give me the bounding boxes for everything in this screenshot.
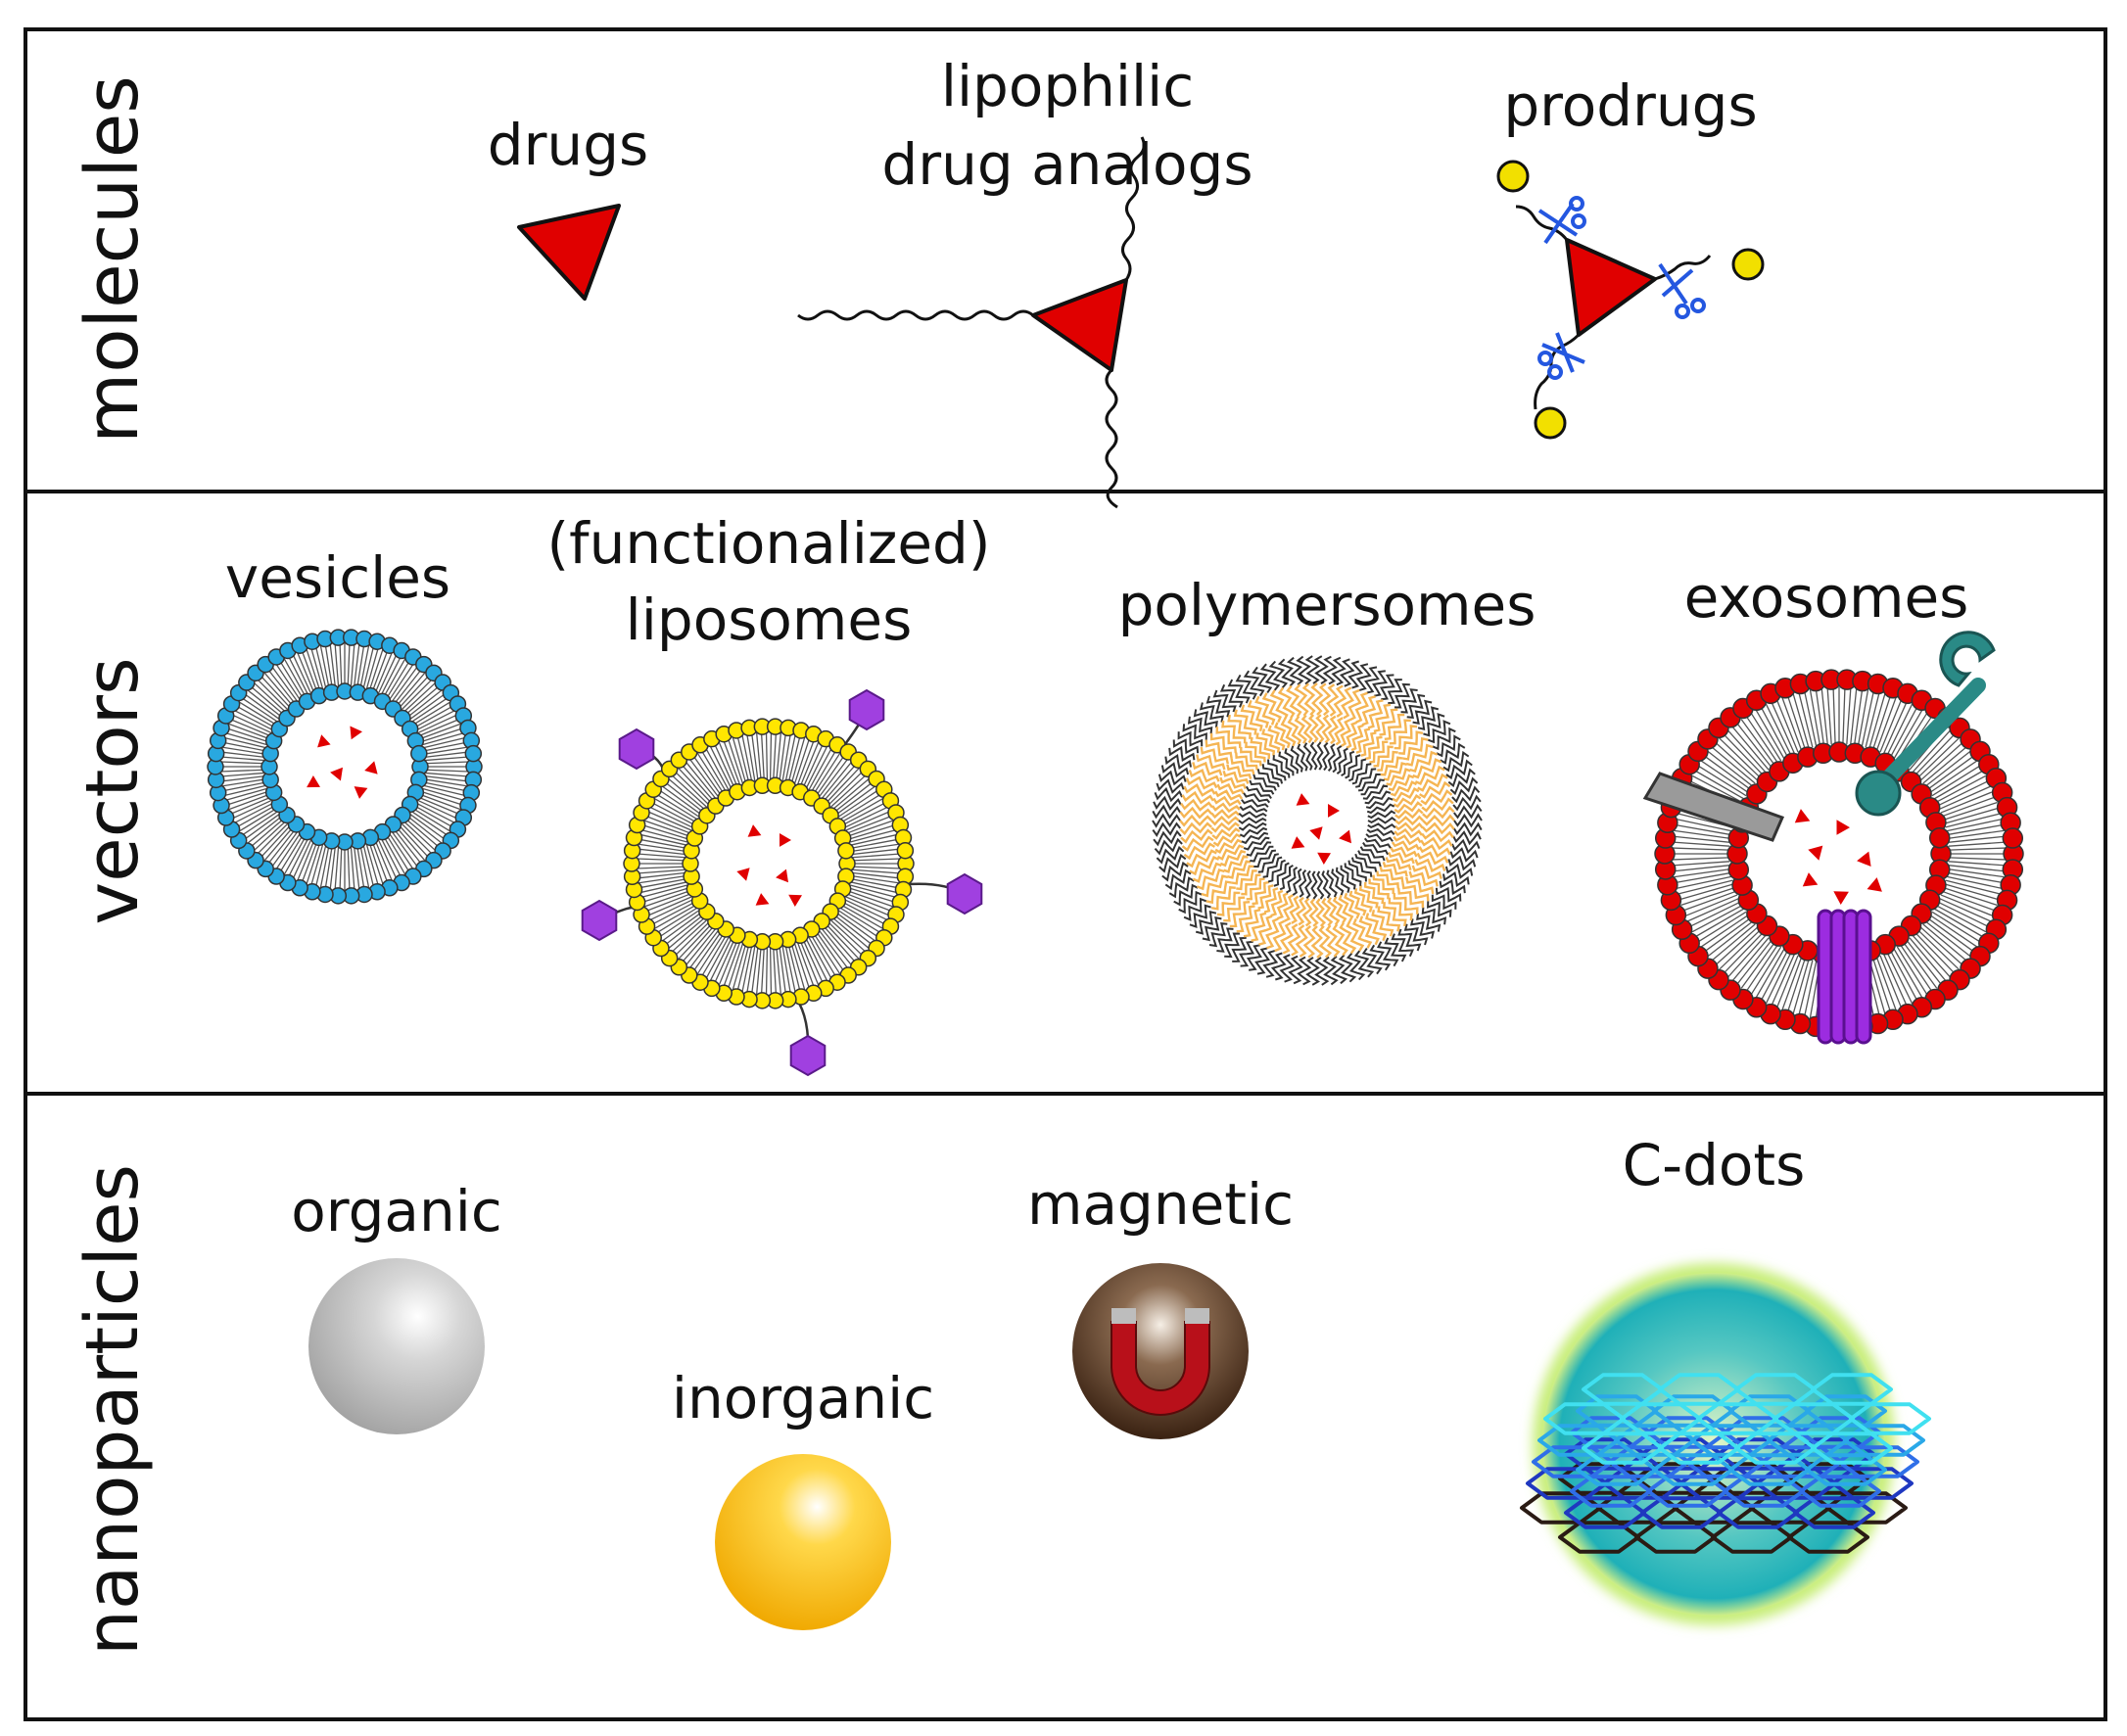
scissors-icon [1658, 262, 1706, 319]
drug-triangle [1808, 845, 1823, 861]
drug-triangle [1309, 826, 1323, 840]
drug-triangle [330, 767, 343, 781]
label-magnetic: magnetic [1027, 1171, 1294, 1238]
drug-triangle [350, 726, 362, 740]
label-lipophilic-line1: lipophilic [941, 53, 1194, 119]
membrane-protein-arrow [1642, 772, 1785, 842]
drug-triangle [317, 734, 331, 748]
graphene-layer [1543, 1373, 1931, 1465]
magnet-icon [1111, 1321, 1210, 1416]
row-title-nanoparticles: nanoparticles [71, 1164, 155, 1656]
drug-triangle [1833, 891, 1849, 905]
drug-triangle [1794, 809, 1811, 823]
lipid-head [410, 744, 428, 763]
drug-triangle [1836, 820, 1850, 835]
drug-triangle [354, 786, 368, 799]
lipid-tails [637, 731, 901, 996]
graphene-layer [1520, 1462, 1908, 1554]
scissors-icon [1537, 196, 1586, 245]
drug-triangle [1857, 851, 1871, 867]
drug-triangle [364, 761, 378, 774]
ligand-hexagon-icon [848, 688, 885, 731]
label-cdots: C-dots [1623, 1132, 1806, 1198]
polymer-chains [1152, 655, 1483, 986]
drug-triangle [1328, 804, 1340, 818]
label-organic: organic [291, 1178, 501, 1244]
label-polymersomes: polymersomes [1118, 572, 1536, 638]
label-lipophilic-line2: drug analogs [881, 131, 1253, 198]
lipid-head [896, 841, 915, 860]
vesicle [207, 629, 483, 905]
lipid-head [464, 744, 483, 763]
functionalized-liposome [581, 688, 983, 1077]
drug-triangle [1317, 852, 1331, 865]
lipid-tails [220, 642, 469, 891]
label-prodrugs: prodrugs [1503, 72, 1757, 139]
magnetic-nanoparticle [1072, 1263, 1249, 1439]
label-exosomes: exosomes [1684, 564, 1969, 631]
drug-triangle [1867, 877, 1882, 892]
polymersome [1152, 655, 1483, 986]
drug-triangle [517, 204, 621, 301]
drug-triangle [747, 824, 762, 837]
ligand-hexagon-icon [789, 1034, 827, 1077]
polymer-chains [1179, 682, 1455, 959]
drug-triangle [780, 833, 791, 847]
organic-nanoparticle [308, 1258, 485, 1434]
label-liposomes-line1: (functionalized) [547, 510, 991, 577]
drug-triangle [736, 868, 750, 881]
receptor-icon [1855, 631, 1996, 817]
transmembrane-protein [1817, 909, 1872, 1045]
scissors-icon [1537, 332, 1585, 380]
drug-triangle [755, 893, 770, 906]
row-title-molecules: molecules [71, 75, 155, 444]
lipid-head [2002, 827, 2024, 849]
graphene-layer [1537, 1394, 1925, 1486]
lipid-head [1928, 826, 1951, 849]
drug-triangle [788, 894, 802, 907]
drug-triangle [1339, 829, 1351, 844]
prodrug [1496, 160, 1765, 440]
lipid-head [837, 842, 855, 860]
ligand-hexagon-icon [618, 727, 655, 771]
drug-triangle [1291, 836, 1305, 849]
label-inorganic: inorganic [672, 1365, 934, 1431]
drug-triangle [307, 775, 320, 788]
drug-triangle [1802, 872, 1819, 887]
polymer-chains [1238, 741, 1396, 900]
lipophilic-drug-analog [797, 136, 1146, 509]
label-drugs: drugs [488, 112, 648, 178]
label-liposomes-line2: liposomes [626, 586, 913, 653]
ligand-hexagon-icon [581, 899, 618, 942]
exosome [1642, 631, 2024, 1045]
ligand-hexagon-icon [946, 872, 983, 915]
carbon-dot [1520, 1263, 1931, 1625]
label-vesicles: vesicles [225, 544, 450, 611]
drug-triangle [1296, 793, 1310, 806]
panel-frames [24, 27, 2107, 1721]
inorganic-nanoparticle [715, 1454, 891, 1630]
drug-triangle [776, 868, 788, 883]
row-title-vectors: vectors [71, 657, 155, 924]
polymer-chains [1210, 714, 1424, 927]
